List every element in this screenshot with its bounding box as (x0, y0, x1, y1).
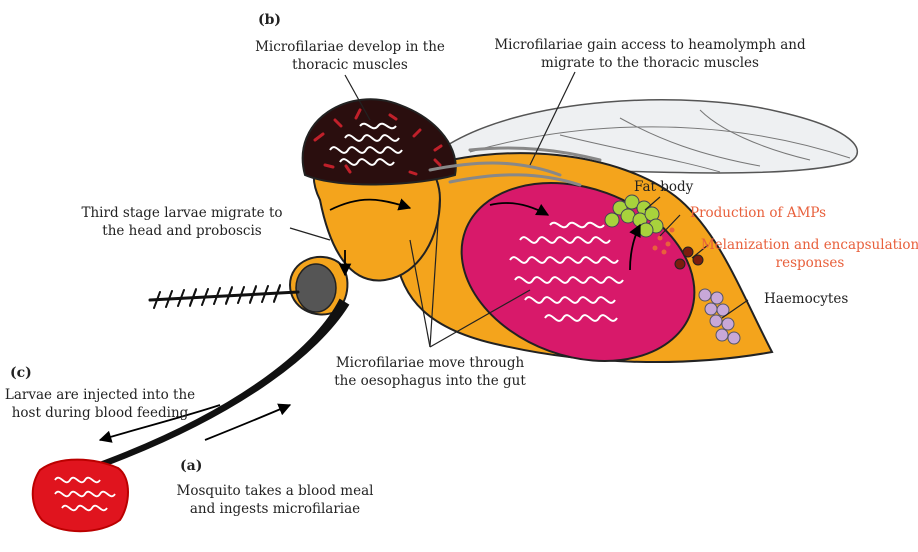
label-inject-line2: host during blood feeding (0, 404, 200, 422)
label-melan-line2: responses (700, 254, 918, 272)
thoracic-muscles (303, 99, 456, 184)
label-develop: Microfilariae develop in the thoracic mu… (240, 38, 460, 74)
label-develop-line2: thoracic muscles (240, 56, 460, 74)
label-haemocytes: Haemocytes (764, 290, 848, 308)
label-meal-line1: Mosquito takes a blood meal (160, 482, 390, 500)
label-amps: Production of AMPs (690, 204, 826, 222)
label-meal-line2: and ingests microfilariae (160, 500, 390, 518)
label-melanization: Melanization and encapsulation responses (700, 236, 918, 272)
label-fat-body: Fat body (634, 178, 693, 196)
label-move-line2: the oesophagus into the gut (320, 372, 540, 390)
label-gain-line2: migrate to the thoracic muscles (485, 54, 815, 72)
label-inject-line1: Larvae are injected into the (0, 386, 200, 404)
label-c: (c) (10, 365, 32, 381)
label-third-stage: Third stage larvae migrate to the head a… (72, 204, 292, 240)
label-gain-line1: Microfilariae gain access to heamolymph … (485, 36, 815, 54)
eye (296, 264, 336, 312)
label-blood-meal: Mosquito takes a blood meal and ingests … (160, 482, 390, 518)
label-third-line2: the head and proboscis (72, 222, 292, 240)
blood-meal (33, 460, 128, 532)
label-b: (b) (258, 12, 281, 28)
label-melan-line1: Melanization and encapsulation (700, 236, 918, 254)
label-third-line1: Third stage larvae migrate to (72, 204, 292, 222)
label-injected: Larvae are injected into the host during… (0, 386, 200, 422)
label-gain-access: Microfilariae gain access to heamolymph … (485, 36, 815, 72)
label-develop-line1: Microfilariae develop in the (240, 38, 460, 56)
label-oesophagus: Microfilariae move through the oesophagu… (320, 354, 540, 390)
label-a: (a) (180, 458, 202, 474)
antenna (150, 285, 298, 308)
label-move-line1: Microfilariae move through (320, 354, 540, 372)
